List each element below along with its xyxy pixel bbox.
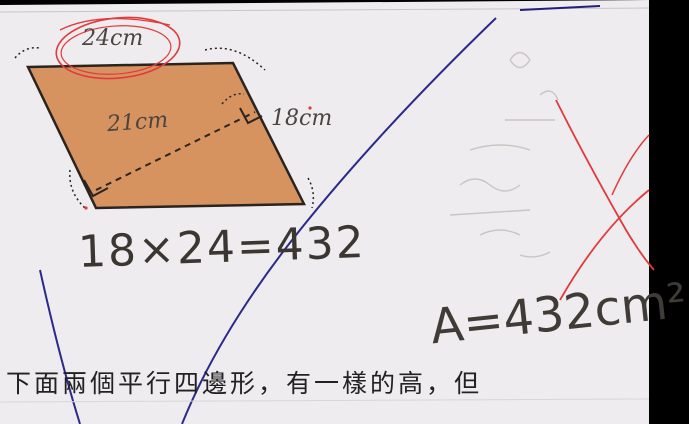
red-check-stroke [559, 189, 650, 301]
sentence-baseline [0, 398, 650, 403]
corner-arcs [14, 46, 315, 209]
diagonal-label: 21cm [106, 107, 169, 138]
right-angle-mark-top [239, 107, 263, 125]
red-check-stroke [611, 134, 650, 196]
right-angle-mark-bottom [83, 179, 109, 198]
red-circle-tail [59, 17, 171, 31]
erased-pencil-work [449, 51, 559, 258]
blue-pen-line [181, 17, 497, 424]
blue-pen-top-mark [519, 5, 601, 11]
red-dot [308, 106, 312, 110]
red-circle-mark-inner [60, 25, 172, 75]
height-label: 18cm [271, 106, 333, 131]
question-sentence: 下面兩個平行四邊形，有一樣的高，但 [6, 369, 483, 398]
handwritten-equation: 18×24=432 [77, 216, 367, 279]
paper-sheet [0, 0, 649, 424]
red-dot [84, 206, 88, 210]
red-check-stroke [555, 99, 655, 271]
blue-pen-curve [39, 269, 81, 424]
height-dashed-line [95, 111, 256, 191]
top-side-label: 24cm [82, 26, 144, 51]
worksheet-drawing [0, 0, 655, 424]
